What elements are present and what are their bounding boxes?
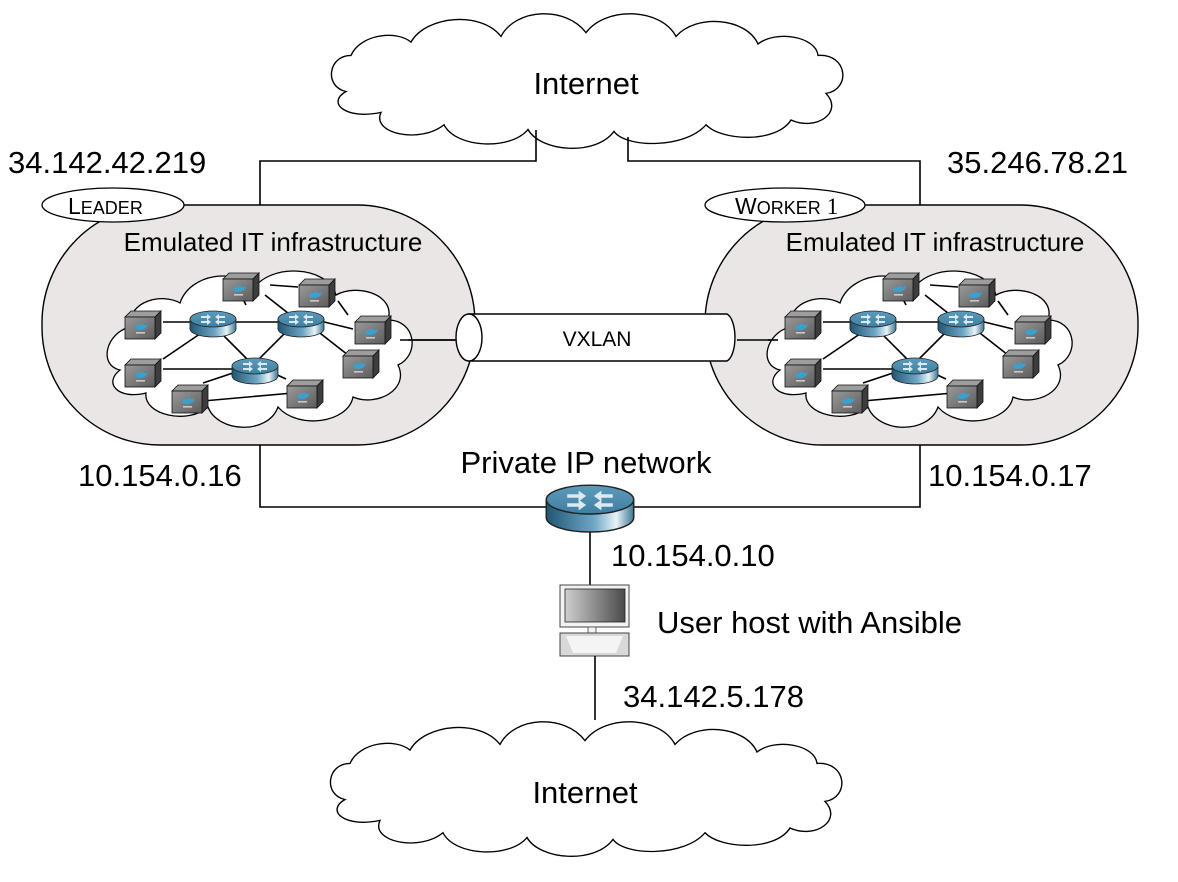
leader-infra-label: Emulated IT infrastructure (124, 227, 423, 257)
docker-container-icon (882, 272, 920, 302)
user-host-label: User host with Ansible (657, 605, 962, 640)
internet-top-label: Internet (533, 66, 639, 101)
router-icon (231, 357, 279, 385)
worker-public-link (627, 137, 921, 205)
internet-cloud-bottom: Internet (329, 721, 843, 858)
docker-container-icon (171, 384, 209, 414)
user-host: User host with Ansible 34.142.5.178 (559, 584, 962, 720)
router-icon (189, 310, 237, 338)
worker-role-badge (704, 187, 866, 223)
docker-container-icon (286, 379, 324, 409)
docker-container-icon (354, 315, 392, 345)
vxlan-tunnel: VXLAN (400, 313, 770, 362)
worker-public-ip: 35.246.78.21 (947, 145, 1128, 180)
router-icon (545, 484, 635, 533)
internet-bottom-label: Internet (532, 775, 638, 810)
docker-container-icon (831, 384, 869, 414)
leader-public-ip: 34.142.42.219 (8, 145, 206, 180)
private-network-label: Private IP network (461, 445, 712, 480)
router-icon (891, 357, 939, 385)
docker-container-icon (124, 310, 162, 340)
docker-container-icon (342, 349, 380, 379)
docker-container-icon (124, 358, 162, 388)
workstation-icon (559, 584, 630, 657)
tunnel-end (455, 313, 483, 362)
docker-container-icon (1002, 349, 1040, 379)
leader-site: LEADER Emulated IT infrastructure (41, 187, 476, 446)
router-icon (277, 310, 325, 338)
docker-container-icon (784, 358, 822, 388)
worker-infra-label: Emulated IT infrastructure (786, 227, 1085, 257)
router-ip: 10.154.0.10 (611, 538, 775, 573)
vxlan-label: VXLAN (563, 328, 632, 351)
internet-cloud-top: Internet (330, 13, 844, 150)
router-icon (937, 310, 985, 338)
leader-emulated-network (106, 270, 473, 428)
docker-container-icon (298, 278, 336, 308)
leader-private-ip: 10.154.0.16 (78, 458, 242, 493)
router-icon (849, 310, 897, 338)
leader-role-badge (41, 187, 185, 223)
worker-emulated-network (766, 270, 1073, 428)
docker-container-icon (222, 272, 260, 302)
leader-role-label: LEADER (68, 193, 143, 219)
docker-container-icon (1014, 315, 1052, 345)
tunnel-pipe (468, 313, 736, 362)
worker-private-ip: 10.154.0.17 (928, 458, 1092, 493)
user-host-public-ip: 34.142.5.178 (623, 679, 804, 714)
private-network-router (545, 484, 635, 533)
docker-container-icon (784, 310, 822, 340)
docker-container-icon (958, 278, 996, 308)
leader-public-link (259, 130, 537, 205)
docker-container-icon (946, 379, 984, 409)
